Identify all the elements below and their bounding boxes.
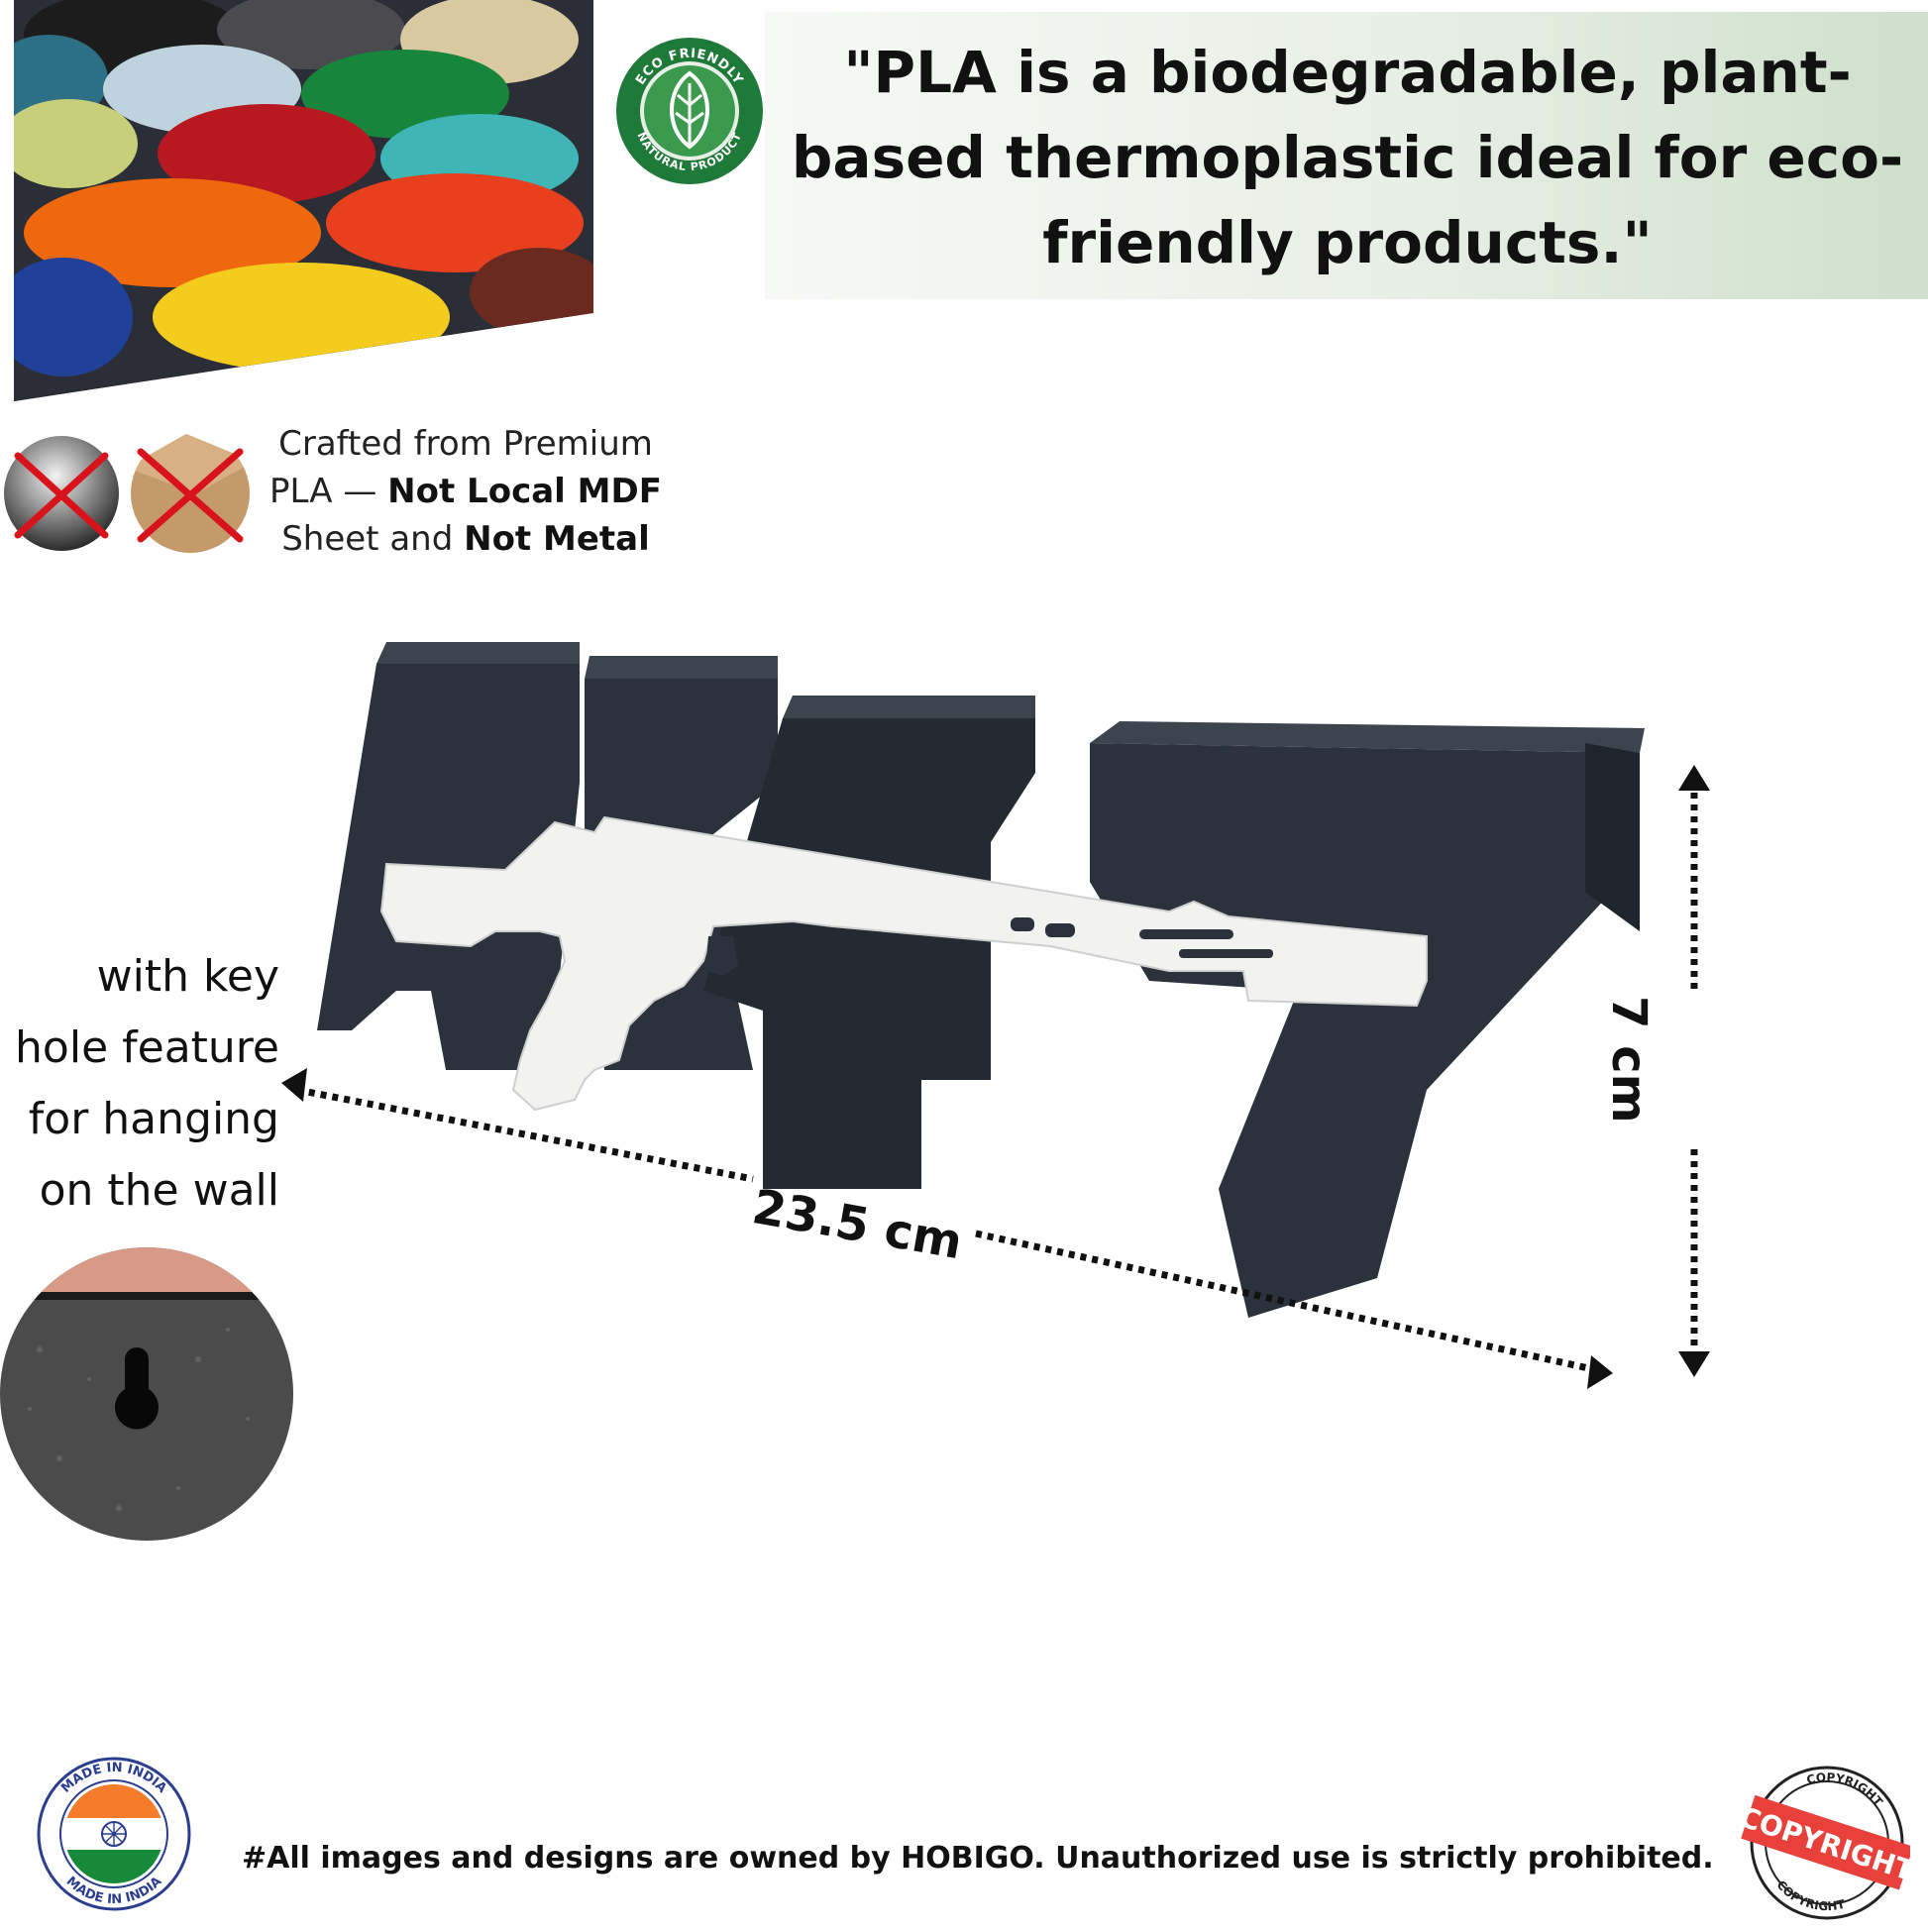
keyhole-caption: with key hole feature for hanging on the… [15,951,279,1216]
height-dimension-label: 7 cm [1601,996,1657,1124]
ak47-product [297,634,1684,1387]
digit-7 [1090,743,1640,1318]
mdf-crossed-icon [127,428,254,555]
eco-friendly-badge: ECO FRIENDLY NATURAL PRODUCT [614,36,765,186]
keyhole-closeup-photo [0,1240,293,1544]
metal-crossed-icon [0,428,123,555]
quote-banner [765,12,1928,299]
crafted-line-3: Sheet and Not Metal [281,519,650,559]
pla-quote: "PLA is a biodegradable, plant-based the… [791,39,1904,276]
keyhole-icon [114,1347,159,1430]
crafted-from-pla-text: Crafted from Premium PLA — Not Local MDF… [268,420,664,563]
crafted-line-1: Crafted from Premium [278,424,653,464]
ownership-notice: #All images and designs are owned by HOB… [242,1841,1714,1876]
copyright-stamp: COPYRIGHT COPYRIGHT COPYRIGHT [1736,1762,1918,1924]
pla-pellets-photo [14,0,593,401]
digit-4 [703,718,1035,1189]
made-in-india-badge: MADE IN INDIA MADE IN INDIA [36,1756,192,1912]
rifle-silhouette [379,815,1428,1112]
crafted-line-2: PLA — Not Local MDF [269,472,662,511]
